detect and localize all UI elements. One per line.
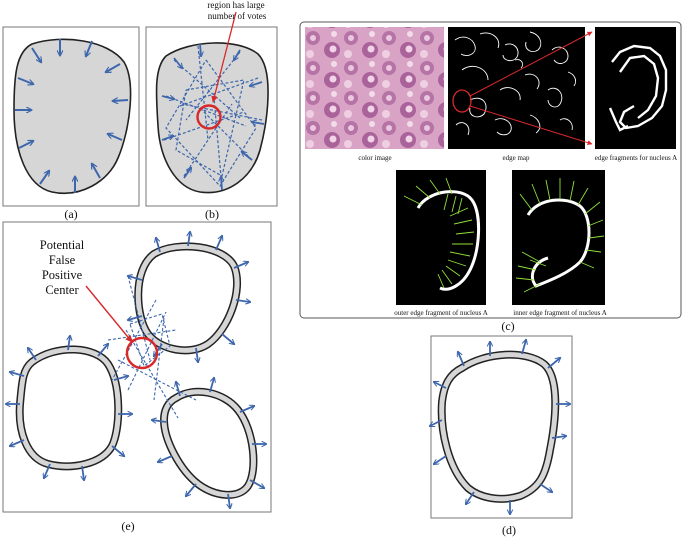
annotation-line: Positive bbox=[42, 268, 83, 282]
edge-map bbox=[448, 27, 585, 149]
panel-c: color image bbox=[299, 21, 682, 333]
annotation-line: False bbox=[49, 253, 76, 267]
label-edge-map: edge map bbox=[502, 154, 530, 162]
outer-fragment-image bbox=[396, 170, 486, 305]
panel-a: (a) bbox=[2, 26, 140, 221]
label-inner-fragment: inner edge fragment of nucleus A bbox=[513, 309, 607, 317]
false-positive-pointer bbox=[85, 285, 133, 343]
nucleus-shape bbox=[13, 38, 132, 194]
panel-d: (d) bbox=[430, 335, 573, 537]
caption-a: (a) bbox=[64, 207, 77, 221]
caption-b: (b) bbox=[205, 207, 219, 221]
color-image bbox=[305, 27, 444, 149]
high-vote-region-circle bbox=[196, 104, 222, 130]
label-edge-fragments: edge fragments for nucleus A bbox=[595, 154, 677, 162]
nucleus-ring-right bbox=[161, 389, 256, 498]
panel-b: region has large number of votes (b) bbox=[145, 0, 278, 221]
outward-arrows bbox=[430, 340, 570, 514]
label-color-image: color image bbox=[358, 154, 391, 162]
voting-lines bbox=[107, 275, 197, 419]
zoom-line-bottom bbox=[469, 105, 593, 146]
label-outer-fragment: outer edge fragment of nucleus A bbox=[394, 309, 488, 317]
outward-arrows bbox=[6, 232, 266, 508]
annotation-line-1: region has large bbox=[207, 0, 264, 10]
inward-arrows bbox=[161, 43, 265, 191]
pointer-arrow bbox=[211, 11, 237, 103]
annotation-line: Potential bbox=[40, 238, 85, 252]
caption-d: (d) bbox=[502, 523, 516, 537]
voting-lines bbox=[163, 45, 263, 189]
edge-fragments-image bbox=[595, 27, 676, 149]
inner-fragment-image bbox=[512, 170, 605, 305]
false-positive-annotation: Potential False Positive Center bbox=[40, 238, 85, 297]
caption-e: (e) bbox=[121, 519, 134, 533]
nucleus-ring-top bbox=[135, 243, 240, 353]
annotation-line: Center bbox=[45, 283, 79, 297]
nucleus-ring bbox=[439, 352, 558, 502]
annotation-line-2: number of votes bbox=[208, 11, 267, 21]
caption-c: (c) bbox=[501, 319, 514, 333]
panel-e: Potential False Positive Center (e) bbox=[2, 221, 272, 533]
zoom-line-top bbox=[469, 31, 593, 97]
false-positive-circle bbox=[125, 336, 159, 370]
nucleus-ring-left bbox=[17, 347, 121, 469]
inward-arrows bbox=[15, 39, 129, 193]
